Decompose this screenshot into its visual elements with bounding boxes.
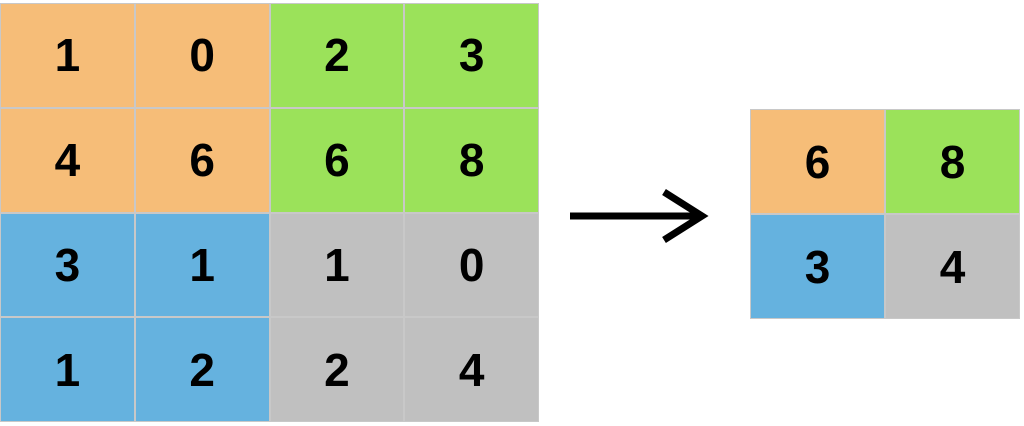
input-cell: 0 — [405, 213, 538, 317]
input-matrix: 1 0 2 3 4 6 6 8 3 1 1 0 1 2 2 4 — [0, 3, 539, 422]
input-cell: 1 — [1, 318, 134, 421]
input-cell: 2 — [135, 318, 269, 421]
output-cell: 6 — [751, 110, 884, 213]
input-cell: 1 — [135, 213, 269, 317]
input-cell: 2 — [270, 4, 404, 107]
input-cell: 0 — [135, 4, 269, 107]
output-matrix: 6 8 3 4 — [750, 109, 1020, 319]
input-cell: 4 — [1, 108, 134, 212]
input-cell: 6 — [135, 108, 269, 212]
input-cell: 1 — [270, 213, 404, 317]
input-cell: 4 — [405, 318, 538, 421]
output-cell: 3 — [751, 215, 884, 318]
output-cell: 8 — [886, 110, 1019, 213]
right-arrow-icon — [570, 189, 709, 243]
input-cell: 6 — [270, 108, 404, 212]
input-cell: 1 — [1, 4, 134, 107]
input-cell: 2 — [270, 318, 404, 421]
input-cell: 3 — [405, 4, 538, 107]
output-cell: 4 — [886, 215, 1019, 318]
input-cell: 3 — [1, 213, 134, 317]
input-cell: 8 — [405, 108, 538, 212]
